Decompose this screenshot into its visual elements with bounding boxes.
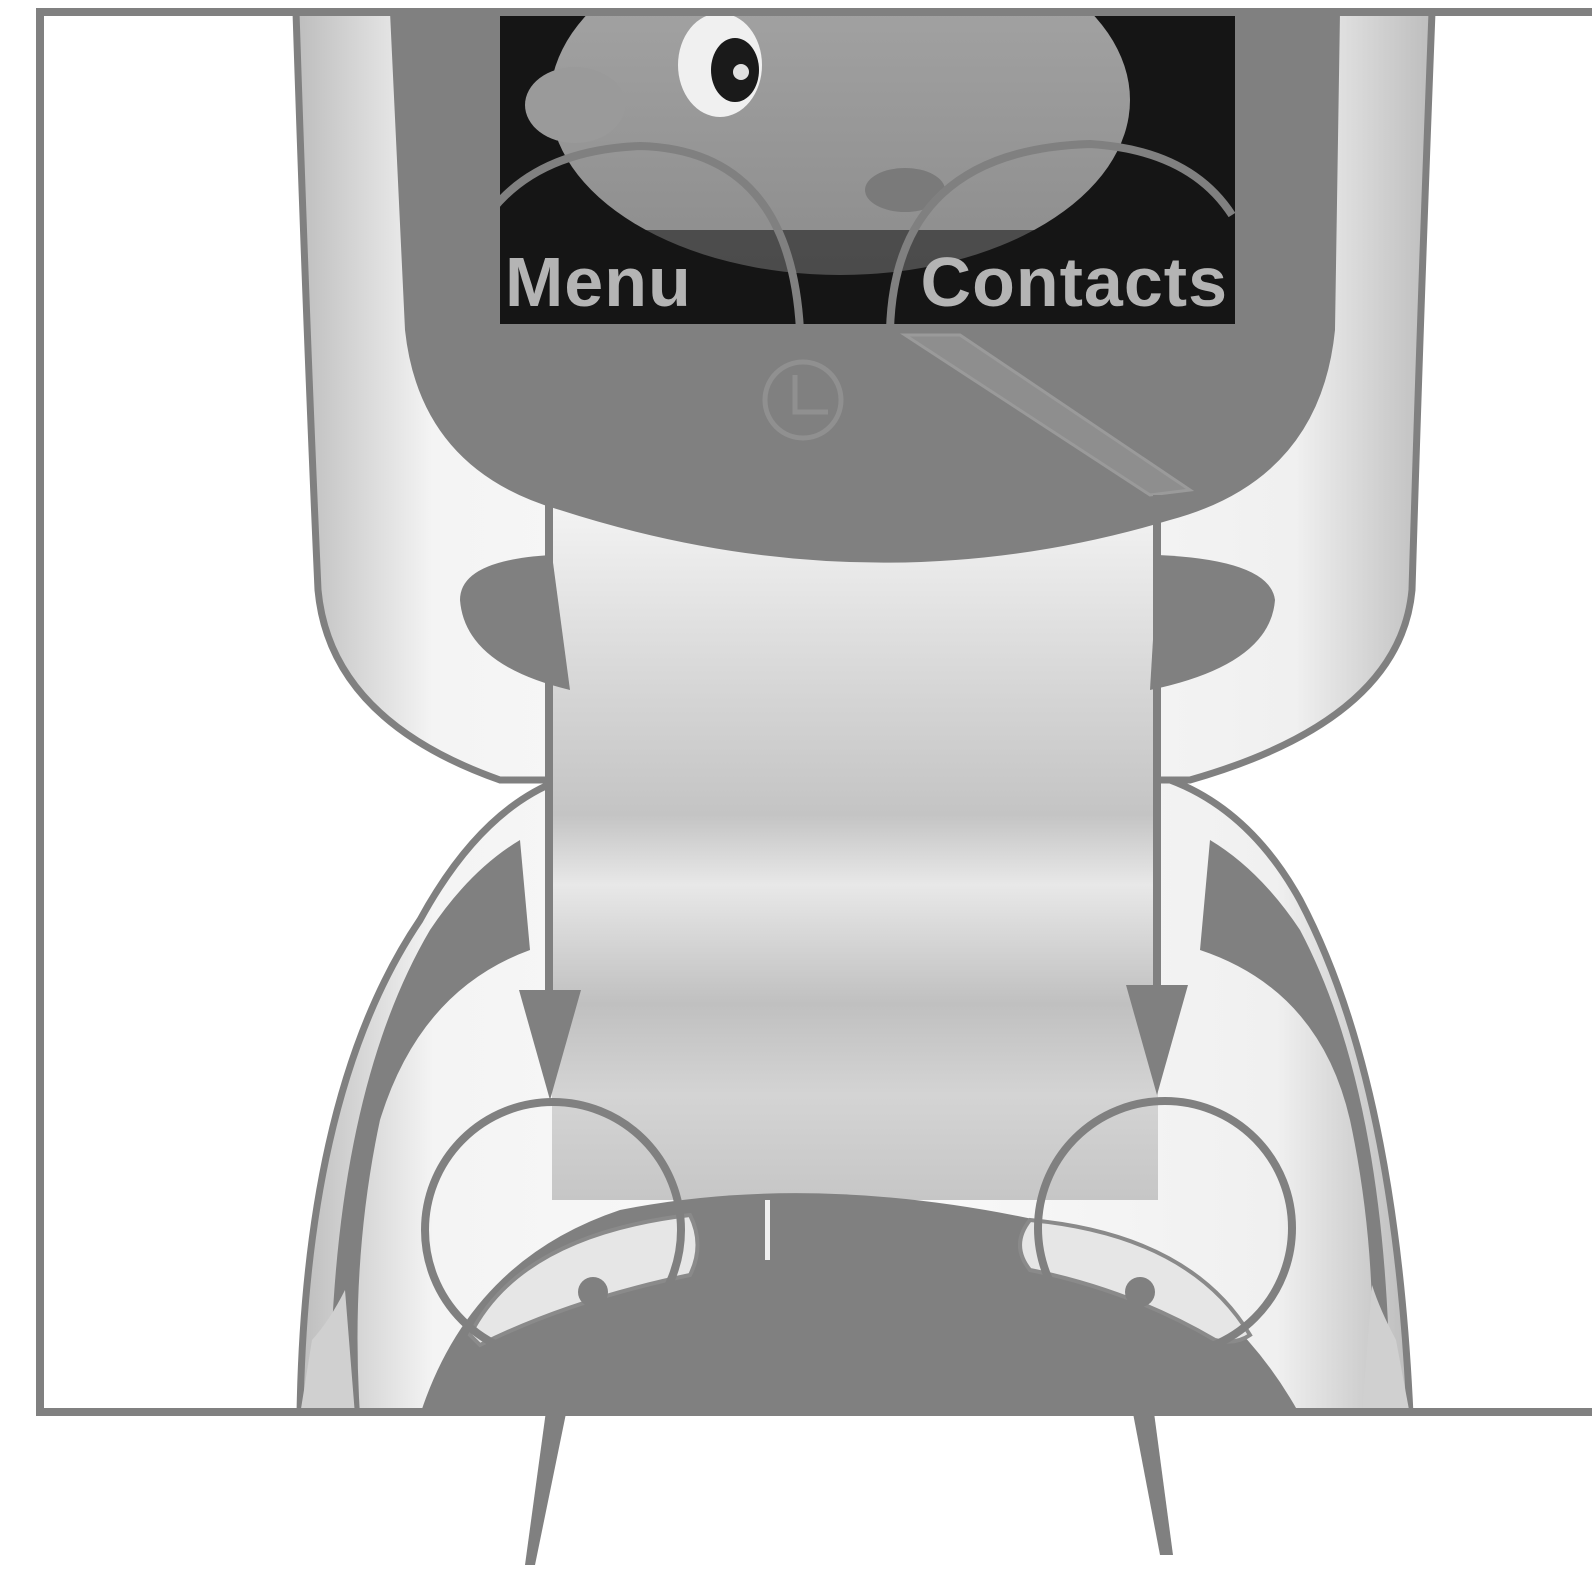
wallpaper-eye	[678, 13, 762, 117]
softkey-label-right: Contacts	[921, 243, 1228, 321]
phone-display: Menu Contacts	[500, 0, 1235, 324]
softkey-label-left: Menu	[505, 243, 692, 321]
hinge	[552, 500, 1158, 1200]
keypad-highlight	[765, 1200, 770, 1260]
